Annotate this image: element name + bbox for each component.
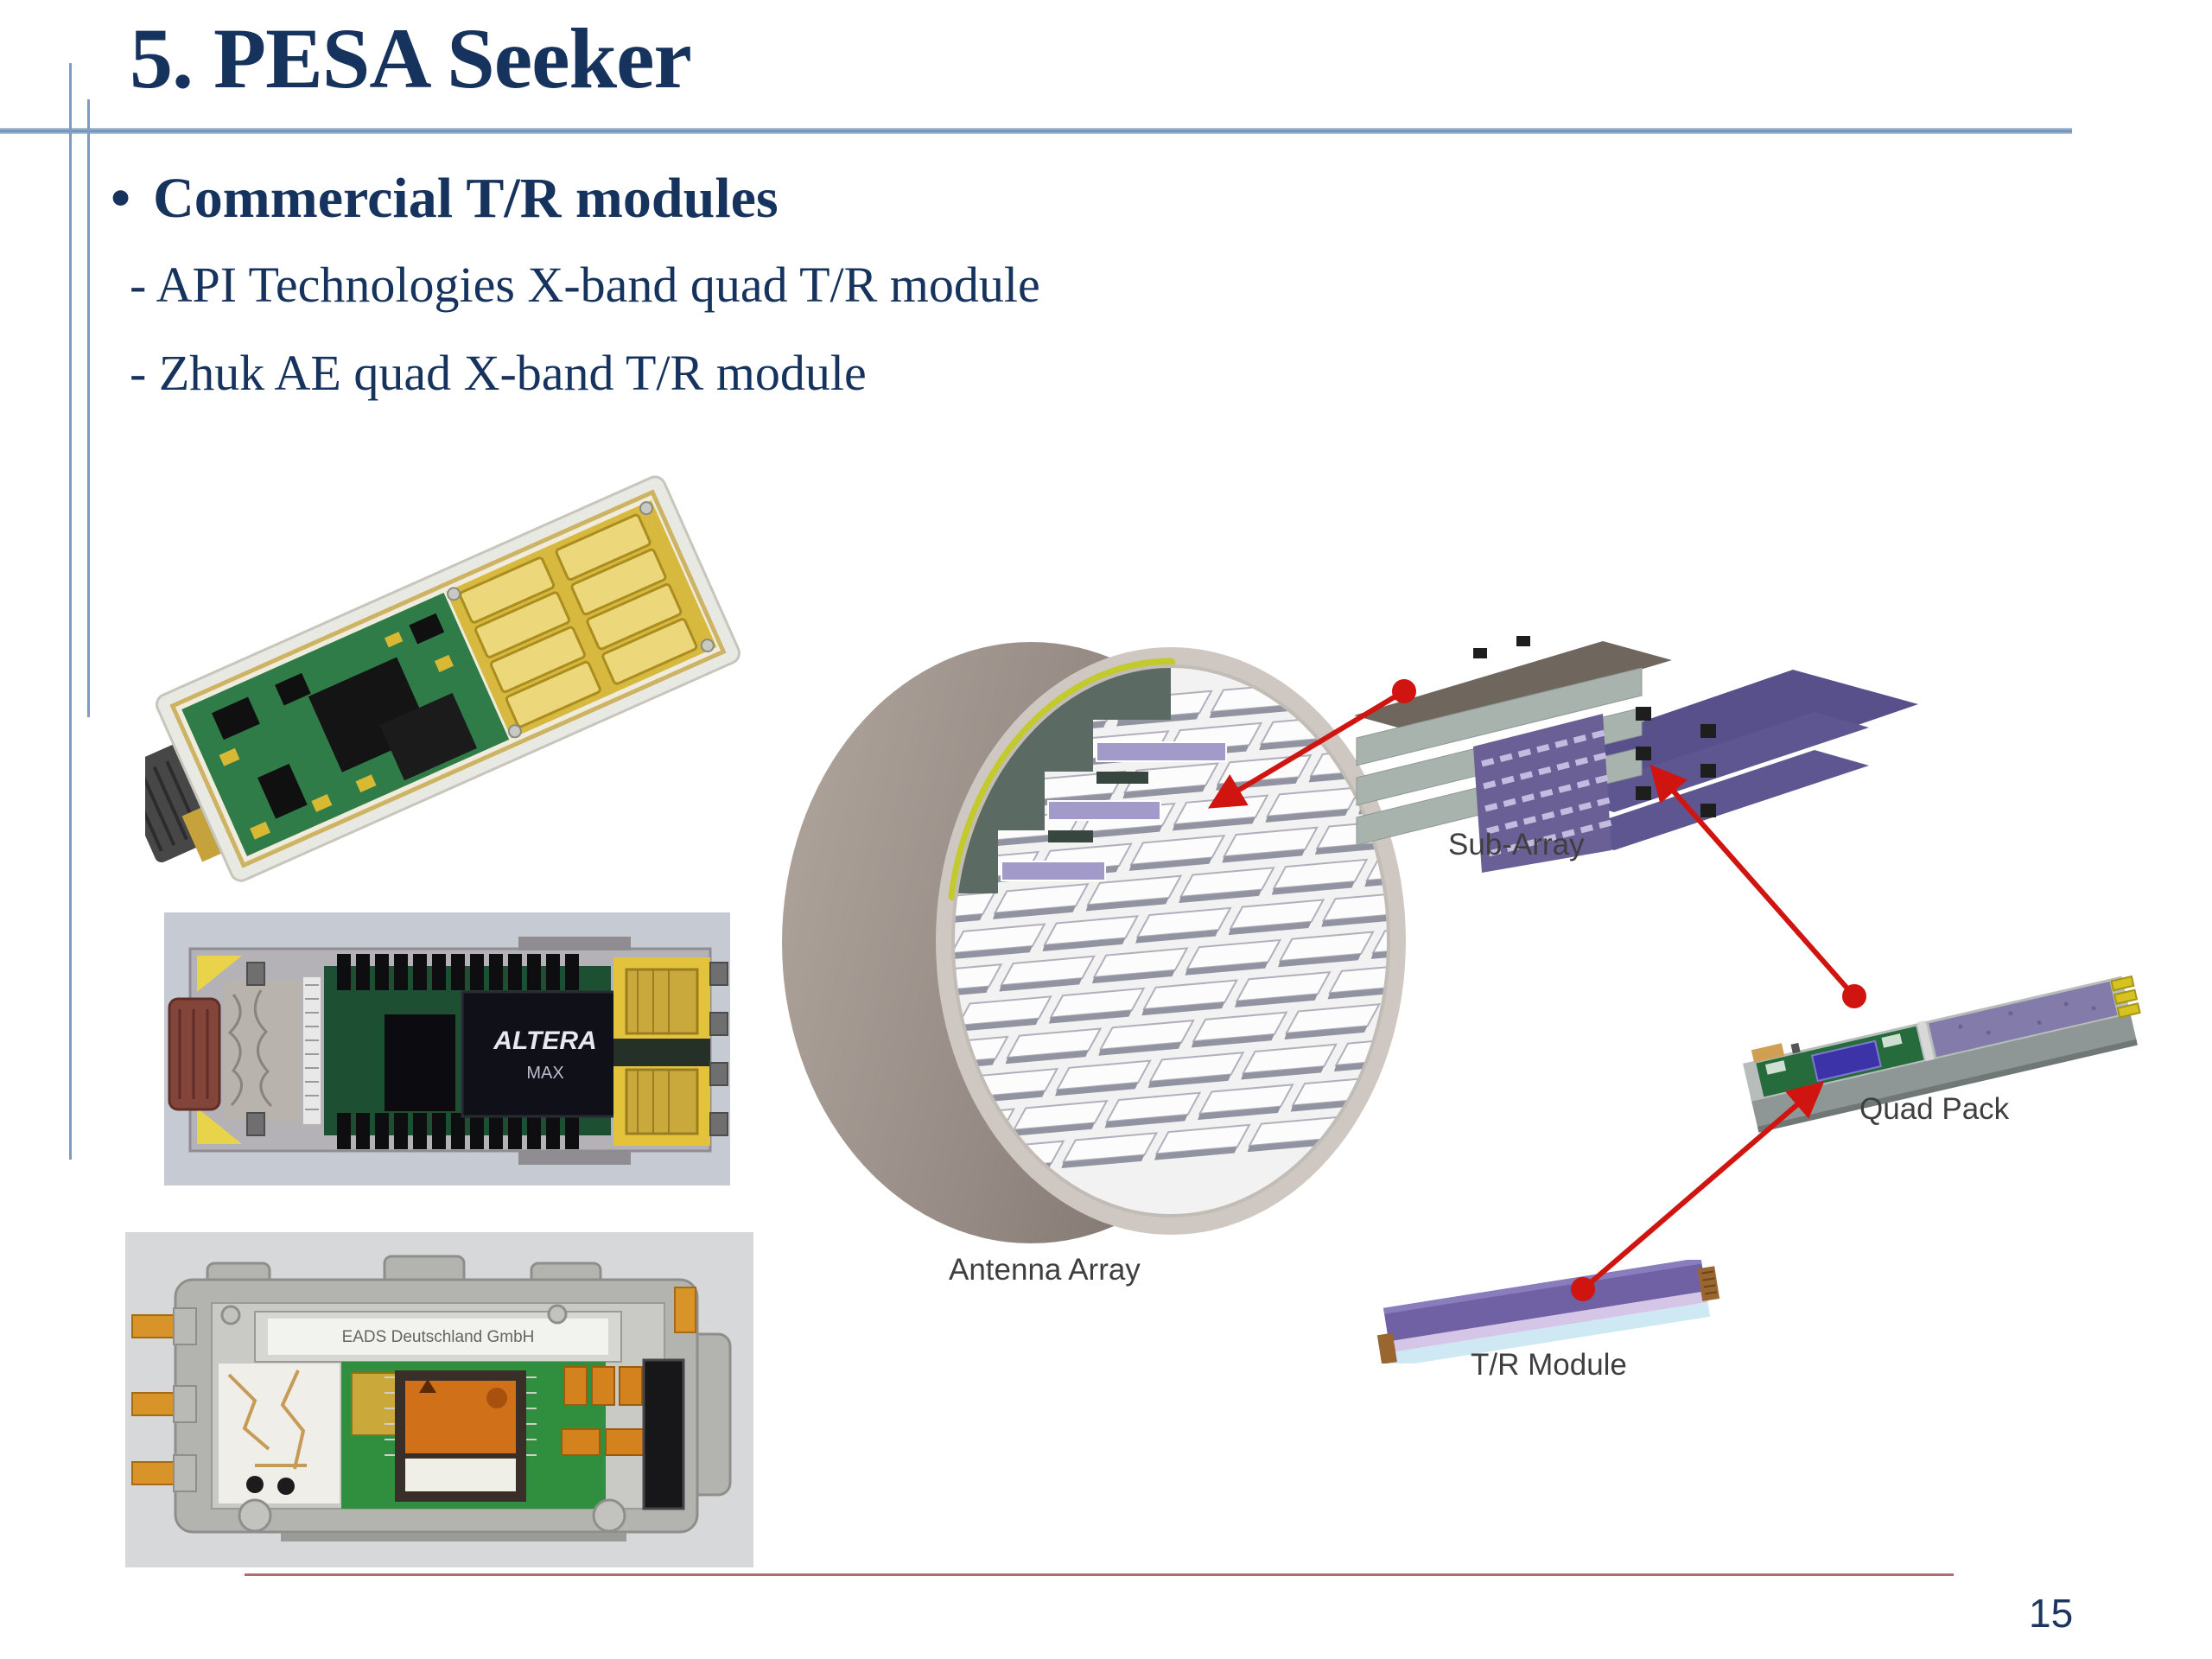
- altera-chip-subtext: MAX: [526, 1064, 563, 1083]
- sub-bullet-1: - API Technologies X-band quad T/R modul…: [130, 257, 1040, 313]
- photo-top-module: [145, 475, 741, 882]
- photo-bottom-module: EADS Deutschland GmbH: [125, 1232, 753, 1567]
- label-quad-pack: Quad Pack: [1859, 1092, 2010, 1126]
- footer-rule: [245, 1573, 1954, 1576]
- label-tr-module: T/R Module: [1471, 1348, 1627, 1382]
- sub-array-image: [1354, 636, 1918, 873]
- bullet-marker: •: [111, 167, 131, 230]
- accent-line-outer: [69, 63, 72, 1160]
- photo-middle-module: ALTERA MAX: [164, 912, 730, 1185]
- label-sub-array: Sub-Array: [1448, 828, 1585, 861]
- label-antenna-array: Antenna Array: [949, 1253, 1141, 1287]
- quad-pack-image: [1743, 975, 2141, 1133]
- header-rule: [0, 128, 2072, 134]
- sub-bullet-2: - Zhuk AE quad X-band T/R module: [130, 345, 867, 401]
- altera-chip-text: ALTERA: [493, 1027, 596, 1055]
- antenna-array-image: [782, 642, 1406, 1243]
- page-number: 15: [2029, 1591, 2074, 1636]
- bullet-text: Commercial T/R modules: [153, 167, 779, 230]
- slide-title: 5. PESA Seeker: [130, 10, 692, 106]
- accent-line-inner: [87, 99, 90, 717]
- bullet-item: • Commercial T/R modules: [111, 166, 779, 232]
- eads-label-text: EADS Deutschland GmbH: [342, 1328, 535, 1346]
